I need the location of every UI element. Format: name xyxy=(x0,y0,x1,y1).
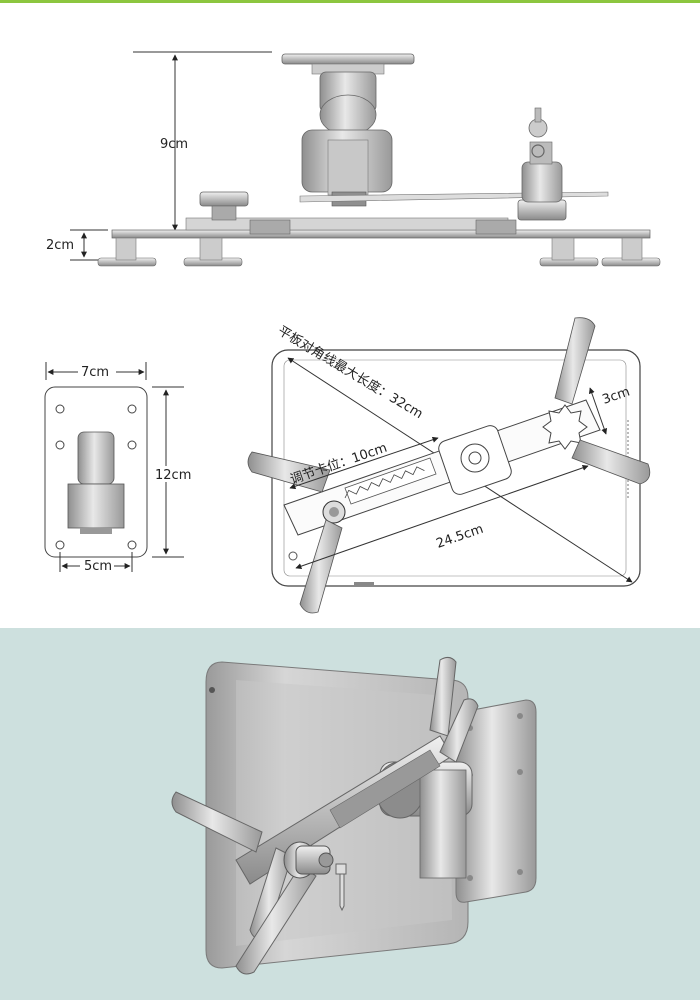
top-view: 平板对角线最大长度：32cm 调节卡位：10cm 3cm 24.5cm xyxy=(247,317,651,614)
key-photo-icon xyxy=(335,863,347,912)
plate-height-label: 12cm xyxy=(155,468,191,483)
top-border xyxy=(0,0,700,3)
lock-photo-icon xyxy=(283,841,334,879)
product-photo xyxy=(0,628,700,1000)
side-view: 9cm 2cm xyxy=(46,51,661,267)
plate-view: 7cm 12cm 5cm xyxy=(44,362,192,574)
side-base-label: 2cm xyxy=(46,238,74,253)
plate-width-bottom-label: 5cm xyxy=(84,559,112,574)
clamp-arms-icon xyxy=(171,656,479,975)
plate-width-top-label: 7cm xyxy=(81,365,109,380)
side-height-label: 9cm xyxy=(160,137,188,152)
key-icon xyxy=(528,107,548,158)
